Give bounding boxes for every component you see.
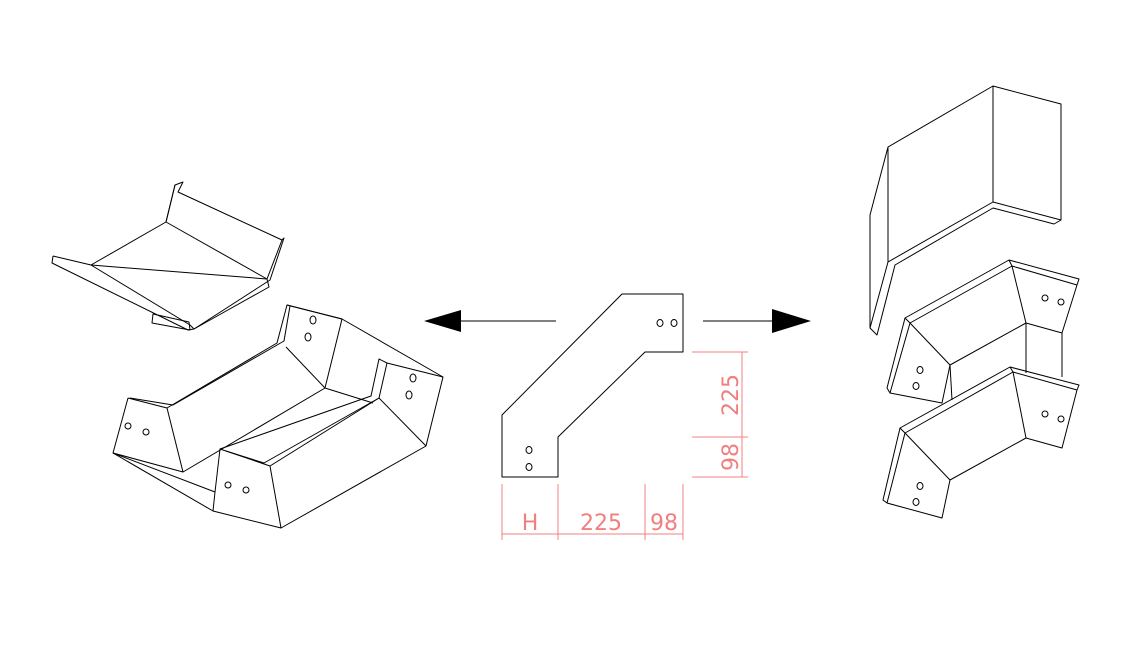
arrow-right-icon [703, 309, 811, 333]
bolt-hole [1041, 410, 1049, 418]
dimension-label-h: H [522, 511, 539, 536]
dimension-label-bottom-225: 225 [580, 511, 622, 536]
bolt-hole [405, 390, 413, 400]
bolt-hole [124, 422, 132, 430]
bolt-hole [1057, 298, 1065, 306]
bolt-hole [912, 498, 920, 506]
left-cover-drawing [51, 181, 285, 331]
bolt-hole [656, 319, 664, 327]
bolt-hole [409, 373, 417, 383]
bolt-hole [912, 382, 920, 390]
left-trough-drawing [112, 304, 444, 529]
right-reducer-drawing [882, 259, 1080, 519]
dimension-label-right-98: 98 [719, 443, 744, 471]
bolt-hole [525, 446, 533, 454]
bolt-hole [142, 428, 150, 436]
bolt-hole [916, 366, 924, 374]
dimension-label-bottom-98: 98 [650, 511, 678, 536]
bolt-hole [525, 463, 533, 471]
bolt-hole [242, 486, 250, 494]
dimensions: H 225 98 225 98 [501, 351, 748, 540]
bolt-hole [670, 319, 678, 327]
bolt-hole [309, 315, 317, 325]
bolt-hole [304, 332, 312, 342]
right-cover-drawing [869, 85, 1062, 336]
flat-pattern-drawing [501, 293, 684, 478]
bolt-hole [1041, 294, 1049, 302]
dimension-label-right-225: 225 [719, 374, 744, 416]
arrow-left-icon [424, 310, 556, 332]
bolt-hole [916, 482, 924, 490]
bolt-hole [1057, 415, 1065, 423]
bolt-hole [224, 481, 232, 489]
